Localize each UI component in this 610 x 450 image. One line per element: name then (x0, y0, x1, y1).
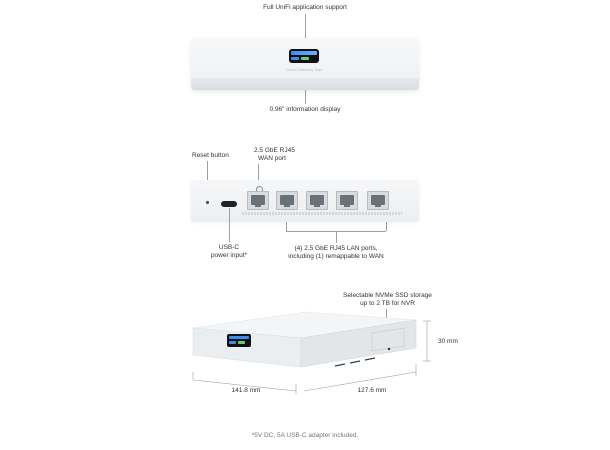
usb-c-port (221, 201, 237, 207)
footnote: *5V DC, 5A USB-C adapter included. (251, 432, 359, 439)
label-usbc-1: USB-C (218, 244, 240, 251)
vent-line (364, 357, 376, 361)
information-display (289, 49, 319, 63)
label-width-dim: 141.8 mm (231, 387, 261, 394)
leader-line-lan (336, 231, 337, 243)
port-number-icon: · (346, 185, 348, 190)
lan-port-3 (336, 191, 358, 210)
display-stat-icon (291, 57, 299, 60)
leader-line-top (305, 14, 306, 38)
device-brand-text: Cloud Gateway Max (286, 67, 323, 72)
label-usbc-2: power input* (210, 252, 248, 259)
label-height-dim: 30 mm (438, 338, 458, 345)
port-number-icon: · (316, 185, 318, 190)
lan-bracket-right (386, 222, 387, 231)
display-screen (227, 334, 251, 347)
display-bar-icon (291, 51, 317, 55)
label-reset-button: Reset button (192, 152, 229, 159)
wan-port (247, 191, 269, 210)
display-stat-icon (238, 341, 245, 344)
lan-port-1 (276, 191, 298, 210)
lan-bracket-left (286, 222, 287, 231)
device-front-base (191, 78, 419, 90)
vent-stripe (242, 212, 402, 215)
status-led-icon (387, 347, 391, 351)
display-stat-icon (229, 341, 236, 344)
display-stat-icon (301, 57, 309, 60)
width-dim-line (192, 379, 297, 392)
label-nvme-1: Selectable NVMe SSD storage (343, 292, 432, 299)
device-side-face (300, 319, 417, 368)
depth-dim-line (303, 371, 417, 392)
leader-line-usbc (229, 208, 230, 242)
port-number-icon: · (377, 185, 379, 190)
vent-line (349, 360, 361, 364)
label-depth-dim: 127.6 mm (357, 387, 387, 394)
label-nvme-2: up to 2 TB for NVR (360, 300, 415, 307)
label-wan-port-1: 2.5 GbE RJ45 (254, 147, 295, 154)
label-lan-ports-2: including (1) remappable to WAN (288, 253, 384, 260)
vent-line (334, 363, 346, 367)
label-wan-port-2: WAN port (258, 155, 286, 162)
label-lan-ports-1: (4) 2.5 GbE RJ45 LAN ports, (294, 245, 378, 252)
lan-port-2 (306, 191, 328, 210)
leader-line-display (305, 90, 306, 104)
label-unifi-support: Full UniFi application support (263, 4, 347, 11)
leader-line-wan (258, 164, 259, 180)
port-number-icon: · (287, 185, 289, 190)
nvme-bay-outline (371, 327, 405, 352)
display-bar-icon (229, 336, 249, 339)
lan-port-4 (367, 191, 389, 210)
reset-hole (206, 201, 209, 204)
label-info-display: 0.96" information display (269, 106, 341, 113)
